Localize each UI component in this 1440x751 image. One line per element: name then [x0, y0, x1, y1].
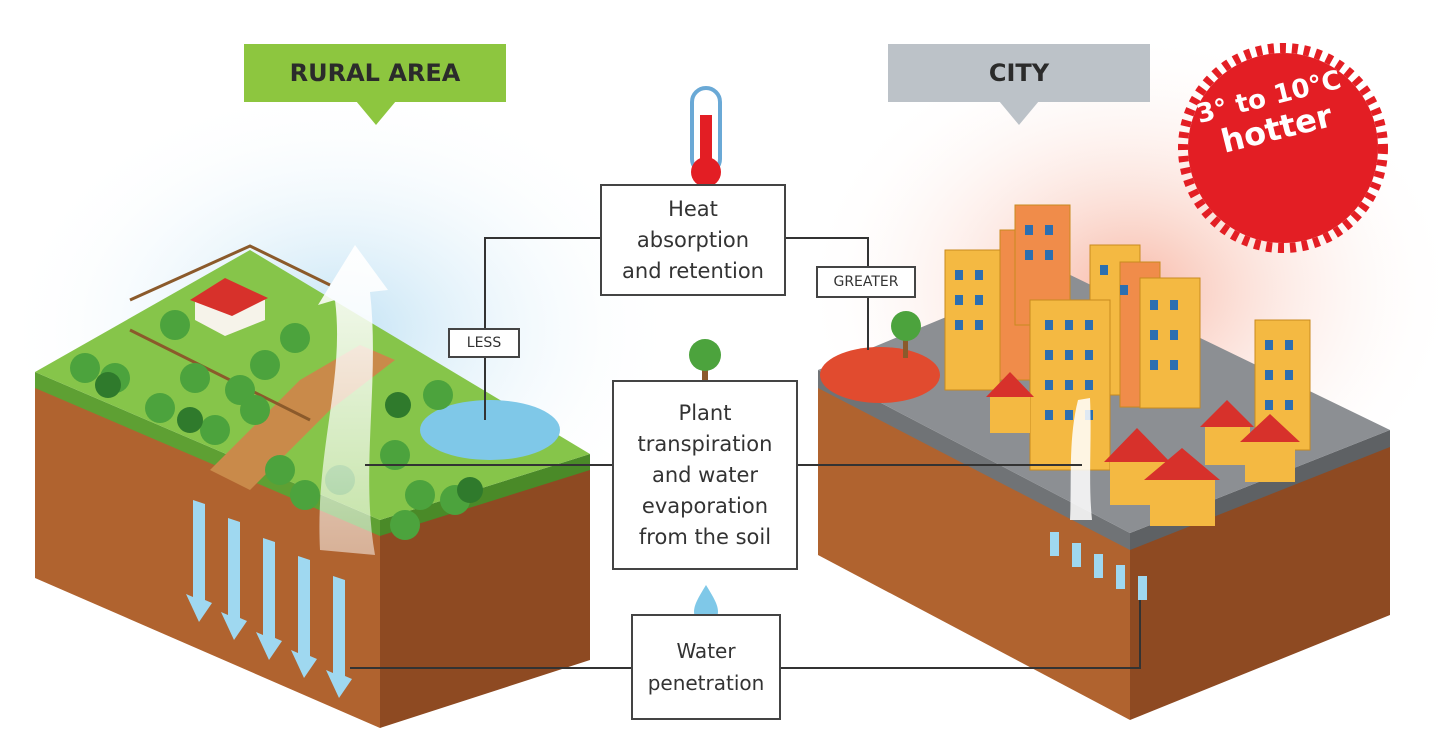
plant-line-4: evaporation: [641, 493, 769, 518]
rural-area-banner: RURAL AREA: [244, 44, 506, 102]
plant-line-5: from the soil: [638, 524, 772, 549]
less-label: LESS: [448, 328, 520, 358]
connector-lines: [350, 237, 1141, 669]
thermometer-icon: [690, 86, 722, 187]
tree-icon: [689, 339, 721, 385]
plant-line-3: and water: [651, 462, 758, 487]
hotter-badge: [1178, 43, 1388, 253]
heat-line-3: and retention: [622, 258, 764, 283]
water-line-2: penetration: [647, 671, 765, 695]
rural-block: [35, 244, 590, 728]
city-banner: CITY: [888, 44, 1150, 102]
heat-line-1: Heat: [668, 196, 718, 221]
plant-line-2: transpiration: [637, 431, 773, 456]
plant-line-1: Plant: [678, 400, 732, 425]
rural-banner-pointer: [356, 101, 396, 125]
heat-absorption-box: Heat absorption and retention: [600, 184, 786, 296]
plant-transpiration-box: Plant transpiration and water evaporatio…: [612, 380, 798, 570]
greater-label: GREATER: [816, 266, 916, 298]
heat-line-2: absorption: [636, 227, 750, 252]
city-banner-pointer: [999, 101, 1039, 125]
water-line-1: Water: [676, 639, 736, 663]
water-penetration-box: Water penetration: [631, 614, 781, 720]
